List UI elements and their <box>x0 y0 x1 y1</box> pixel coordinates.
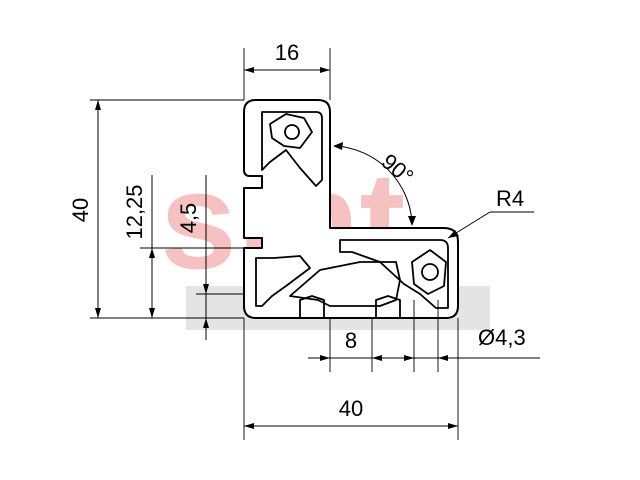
arrow <box>95 308 101 318</box>
arrow <box>203 284 209 294</box>
arrow <box>320 67 330 73</box>
arrow <box>448 423 458 429</box>
dim-slot-width: 8 <box>345 328 357 353</box>
dim-overall-width: 40 <box>339 396 363 421</box>
arrow <box>244 67 254 73</box>
arrow <box>372 355 382 361</box>
dim-top-width: 16 <box>275 40 299 65</box>
right-cavity <box>339 239 449 309</box>
arrow <box>408 216 416 226</box>
dim-slot-height: 4,5 <box>176 203 201 234</box>
arrow <box>244 423 254 429</box>
dim-hole-diameter: Ø4,3 <box>478 325 526 350</box>
upper-core-slot <box>269 113 313 149</box>
arrow <box>333 142 343 150</box>
bottom-slot-left <box>299 295 325 319</box>
right-core-slot <box>411 249 447 295</box>
bottom-slot-right <box>375 295 401 319</box>
arrow <box>448 230 459 238</box>
arrow <box>149 308 155 318</box>
upper-cavity <box>261 111 323 187</box>
arrow <box>203 318 209 328</box>
arrow <box>95 100 101 110</box>
profile-outline <box>243 99 459 319</box>
arrow <box>149 248 155 258</box>
dim-overall-height: 40 <box>68 198 93 222</box>
corner-cavity <box>255 255 311 307</box>
angle-arc <box>335 145 413 223</box>
arrow <box>320 355 330 361</box>
arrow <box>438 355 448 361</box>
right-core-hole <box>421 263 439 281</box>
dim-radius: R4 <box>496 186 524 211</box>
dim-offset-height: 12,25 <box>122 184 147 239</box>
arrow <box>404 355 414 361</box>
upper-core-hole <box>284 124 300 140</box>
